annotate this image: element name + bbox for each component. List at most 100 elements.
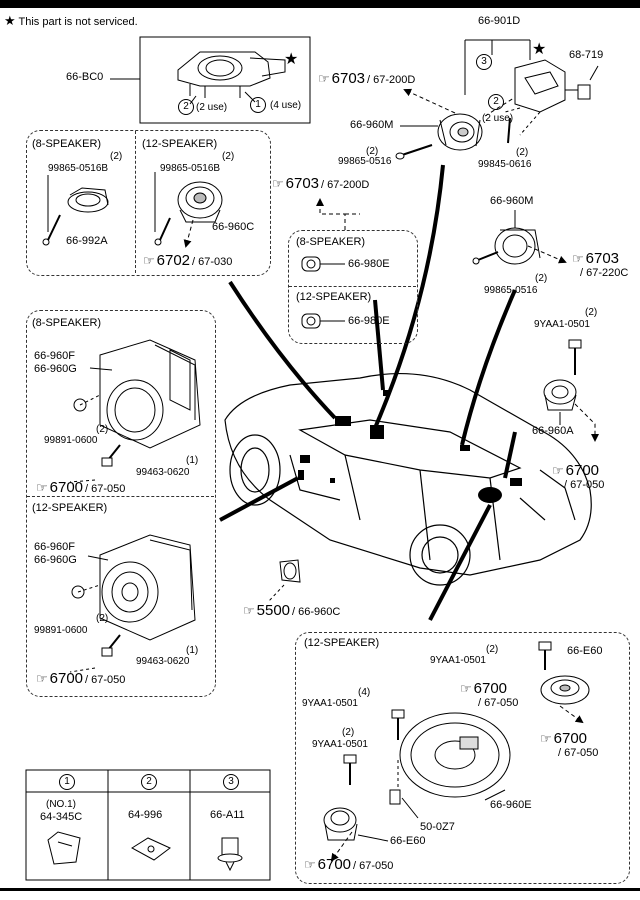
woofer-8sp-part2: 66-960G xyxy=(34,363,77,375)
bracket-bolt-part: 99845-0616 xyxy=(478,159,532,170)
bracket-label: 66-BC0 xyxy=(66,71,104,83)
box12a-screw-qty: (2) xyxy=(222,151,235,162)
e60-bot-reference[interactable]: ☞ 6700 / 67-050 xyxy=(304,856,394,873)
box12a-screw: 99865-0516B xyxy=(160,163,221,174)
legend-2-marker: 2 xyxy=(178,99,194,115)
bracket-box-frame xyxy=(139,36,311,124)
box8a-part: 66-992A xyxy=(66,235,108,247)
woofer-12sp-title: (12-SPEAKER) xyxy=(32,502,108,514)
woofer-8sp-nut-qty: (2) xyxy=(96,424,109,435)
connector-12sp-part: 66-980E xyxy=(348,315,390,327)
box12a-part: 66-960C xyxy=(212,221,255,233)
door-speaker-960c-drawing xyxy=(279,559,301,583)
connector-8sp-title: (8-SPEAKER) xyxy=(296,236,366,248)
woofer-bolt-qty: (4) xyxy=(358,687,371,698)
woofer-12sp-nut-qty: (2) xyxy=(96,613,109,624)
box12a-reference[interactable]: ☞ 6702 / 67-030 xyxy=(143,252,233,269)
woofer-8sp-bolt: 99463-0620 xyxy=(136,467,190,478)
star-icon: ★ xyxy=(532,41,547,58)
speaker-960a-drawing xyxy=(543,379,577,411)
box8a-screw-qty: (2) xyxy=(110,151,123,162)
legend-1-note: (NO.1) xyxy=(46,799,76,810)
connector-divider xyxy=(289,286,416,287)
woofer-12sp-nut: 99891-0600 xyxy=(34,625,88,636)
pointing-hand-icon: ☞ xyxy=(552,463,564,478)
tweeter-right-reference[interactable]: ☞ 6703 / 67-220C xyxy=(572,250,629,279)
tweeter-960c-drawing xyxy=(177,181,223,223)
tweeter-992a-drawing xyxy=(67,187,109,213)
tweeter-variant-box xyxy=(26,130,271,276)
legend-1-number: 1 xyxy=(59,774,75,790)
legend-3-part: 66-A11 xyxy=(210,809,245,821)
e60-top-reference[interactable]: ☞ 6700 / 67-050 xyxy=(460,680,519,709)
tweeter-top-label: 66-960M xyxy=(350,119,394,131)
pointing-hand-icon: ☞ xyxy=(460,681,472,696)
woofer-12sp-reference[interactable]: ☞ 6700 / 67-050 xyxy=(36,670,126,687)
clip-64-345c-drawing xyxy=(47,831,81,865)
tweeter-right-label: 66-960M xyxy=(490,195,534,207)
bracket-901d-nut-use: (2 use) xyxy=(482,113,514,124)
tweeter-top-drawing xyxy=(437,113,483,151)
woofer-8sp-reference[interactable]: ☞ 6700 / 67-050 xyxy=(36,479,126,496)
e60-bot-bolt: 9YAA1-0501 xyxy=(312,739,368,750)
woofer-8sp-bolt-qty: (1) xyxy=(186,455,199,466)
tweeter-right-screw: 99865-0516 xyxy=(484,285,538,296)
star-icon: ★ xyxy=(4,13,16,28)
pointing-hand-icon: ☞ xyxy=(540,731,552,746)
woofer-8sp-title: (8-SPEAKER) xyxy=(32,317,102,329)
bracket-901d-drawing xyxy=(514,59,591,113)
pointing-hand-icon: ☞ xyxy=(36,671,48,686)
door-speaker-reference[interactable]: ☞ 5500 / 66-960C xyxy=(243,602,341,619)
legend-table-frame xyxy=(25,769,271,881)
not-serviced-notice: ★ This part is not serviced. xyxy=(4,13,138,28)
woofer-divider xyxy=(27,496,214,497)
speaker-960a-bolt: 9YAA1-0501 xyxy=(534,319,590,330)
e60-tweeter-reference[interactable]: ☞ 6700 / 67-050 xyxy=(540,730,599,759)
legend-1-part: 64-345C xyxy=(40,811,83,823)
box8a-screw: 99865-0516B xyxy=(48,163,109,174)
e60-top-bolt: 9YAA1-0501 xyxy=(430,655,486,666)
car-body-drawing xyxy=(224,372,592,586)
speaker-960a-reference[interactable]: ☞ 6700 / 67-050 xyxy=(552,462,605,491)
woofer-960e-label: 66-960E xyxy=(490,799,532,811)
rear-box-title: (12-SPEAKER) xyxy=(304,637,380,649)
top-border-bar xyxy=(0,0,640,8)
e60-bot-bolt-qty: (2) xyxy=(342,727,355,738)
e60-bot-part: 66-E60 xyxy=(390,835,426,847)
tweeter-screw-part: 99865-0516 xyxy=(338,156,392,167)
legend-3-marker: 3 xyxy=(476,54,492,70)
woofer-960f-8sp-drawing xyxy=(99,339,201,449)
tweeter-top-reference[interactable]: ☞ 6703 / 67-200D xyxy=(318,70,416,87)
nut-64-996-drawing xyxy=(131,837,171,861)
speaker-960a-bolt-qty: (2) xyxy=(585,307,598,318)
woofer-8sp-nut: 99891-0600 xyxy=(44,435,98,446)
pointing-hand-icon: ☞ xyxy=(272,176,284,191)
tweeter-right-drawing xyxy=(494,227,541,265)
legend-2-marker: 2 xyxy=(488,94,504,110)
connector-8sp-part: 66-980E xyxy=(348,258,390,270)
legend-3-number: 3 xyxy=(223,774,239,790)
variant-divider xyxy=(135,131,136,273)
woofer-8sp-part1: 66-960F xyxy=(34,350,75,362)
woofer-bolt: 9YAA1-0501 xyxy=(302,698,358,709)
pointing-hand-icon: ☞ xyxy=(243,603,255,618)
tweeter-e60-top-drawing xyxy=(540,675,590,705)
speaker-960a-part: 66-960A xyxy=(532,425,574,437)
legend-2-number: 2 xyxy=(141,774,157,790)
clip-50-0z7-label: 50-0Z7 xyxy=(420,821,455,833)
car-speaker-locations xyxy=(298,390,522,503)
box12a-title: (12-SPEAKER) xyxy=(142,138,218,150)
connector-12sp-title: (12-SPEAKER) xyxy=(296,291,372,303)
clip-66-a11-drawing xyxy=(217,837,243,872)
bracket-bc0-drawing xyxy=(177,51,286,98)
bottom-border-bar xyxy=(0,888,640,891)
woofer-960f-12sp-drawing xyxy=(99,534,196,641)
rear-speaker-box xyxy=(295,632,630,884)
box8a-title: (8-SPEAKER) xyxy=(32,138,102,150)
center-reference[interactable]: ☞ 6703 / 67-200D xyxy=(272,175,370,192)
clip-68-719-label: 68-719 xyxy=(569,49,604,61)
e60-top-part: 66-E60 xyxy=(567,645,603,657)
bracket-nut-use: (2 use) xyxy=(196,102,228,113)
woofer-12sp-part2: 66-960G xyxy=(34,554,77,566)
e60-top-bolt-qty: (2) xyxy=(486,644,499,655)
